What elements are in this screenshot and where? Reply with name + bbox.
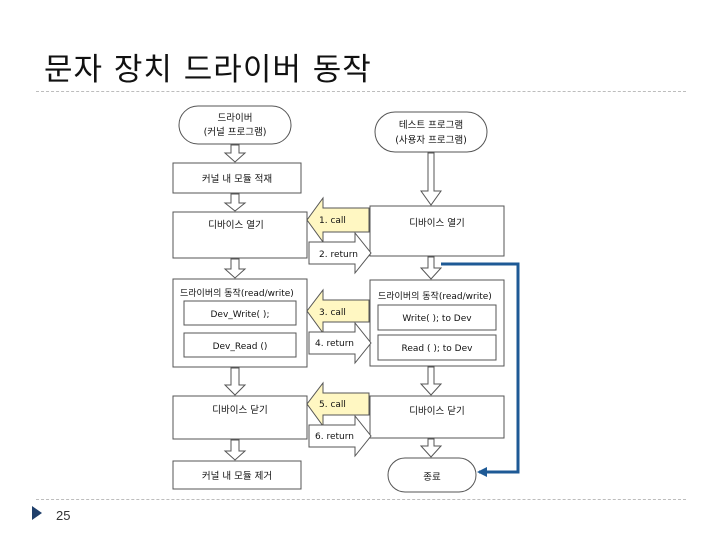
return-label-2: 2. return xyxy=(319,250,358,260)
slide-title: 문자 장치 드라이버 동작 xyxy=(44,52,372,88)
down-arrow-icon xyxy=(223,367,247,396)
call-label-1: 1. call xyxy=(319,216,346,226)
return-label-4: 4. return xyxy=(315,339,354,349)
dev-read-label: Dev_Read () xyxy=(213,342,268,352)
test-program-header: 테스트 프로그램 (사용자 프로그램) xyxy=(374,111,488,153)
svg-text:디바이스 열기: 디바이스 열기 xyxy=(409,218,464,229)
bullet-triangle-icon xyxy=(32,506,42,520)
footer-divider xyxy=(36,499,686,500)
driver-header: 드라이버 (커널 프로그램) xyxy=(178,105,292,145)
test-header-line1: 테스트 프로그램 xyxy=(399,119,463,131)
driver-header-line1: 드라이버 xyxy=(218,113,253,124)
svg-text:커널 내 모듈 적재: 커널 내 모듈 적재 xyxy=(202,173,272,185)
box-end: 종료 xyxy=(387,457,477,493)
dev-write-label: Dev_Write( ); xyxy=(211,310,270,320)
svg-text:디바이스 닫기: 디바이스 닫기 xyxy=(409,405,464,417)
down-arrow-icon xyxy=(419,256,443,280)
down-arrow-icon xyxy=(223,258,247,279)
test-header-line2: (사용자 프로그램) xyxy=(395,134,467,146)
box-remove-module: 커널 내 모듈 제거 xyxy=(172,460,302,490)
skip-to-end-arrow xyxy=(441,262,520,477)
down-arrow-icon xyxy=(419,366,443,396)
svg-text:커널 내 모듈 제거: 커널 내 모듈 제거 xyxy=(202,471,272,482)
read-to-dev-label: Read ( ); to Dev xyxy=(402,344,474,354)
call-arrow-5 xyxy=(306,381,370,428)
box-test-ops: 드라이버의 동작(read/write) Write( ); to Dev Re… xyxy=(369,279,505,367)
svg-text:드라이버의 동작(read/write): 드라이버의 동작(read/write) xyxy=(180,288,294,299)
box-driver-open: 디바이스 열기 xyxy=(172,211,308,259)
box-test-open: 디바이스 열기 xyxy=(369,205,505,257)
svg-text:종료: 종료 xyxy=(423,472,441,483)
svg-text:디바이스 닫기: 디바이스 닫기 xyxy=(212,404,267,416)
return-arrow-2 xyxy=(308,231,372,275)
down-arrow-icon xyxy=(419,438,443,458)
down-arrow-icon xyxy=(223,144,247,163)
svg-text:디바이스 열기: 디바이스 열기 xyxy=(208,220,263,231)
return-arrow-4 xyxy=(308,321,372,365)
down-arrow-icon xyxy=(420,152,442,206)
down-arrow-icon xyxy=(223,193,247,212)
call-label-5: 5. call xyxy=(319,400,346,410)
call-label-3: 3. call xyxy=(319,308,346,318)
return-label-6: 6. return xyxy=(315,432,354,442)
write-to-dev-label: Write( ); to Dev xyxy=(402,314,472,324)
svg-text:드라이버의 동작(read/write): 드라이버의 동작(read/write) xyxy=(378,291,492,302)
driver-header-line2: (커널 프로그램) xyxy=(204,126,267,138)
page-number: 25 xyxy=(56,508,71,523)
box-load-module: 커널 내 모듈 적재 xyxy=(172,162,302,194)
box-driver-close: 디바이스 닫기 xyxy=(172,395,308,440)
down-arrow-icon xyxy=(223,439,247,461)
call-arrow-3 xyxy=(306,288,370,335)
call-arrow-1 xyxy=(306,196,370,244)
return-arrow-6 xyxy=(308,414,372,458)
title-divider xyxy=(36,91,686,92)
box-test-close: 디바이스 닫기 xyxy=(369,395,505,439)
box-driver-ops: 드라이버의 동작(read/write) Dev_Write( ); Dev_R… xyxy=(172,278,308,368)
